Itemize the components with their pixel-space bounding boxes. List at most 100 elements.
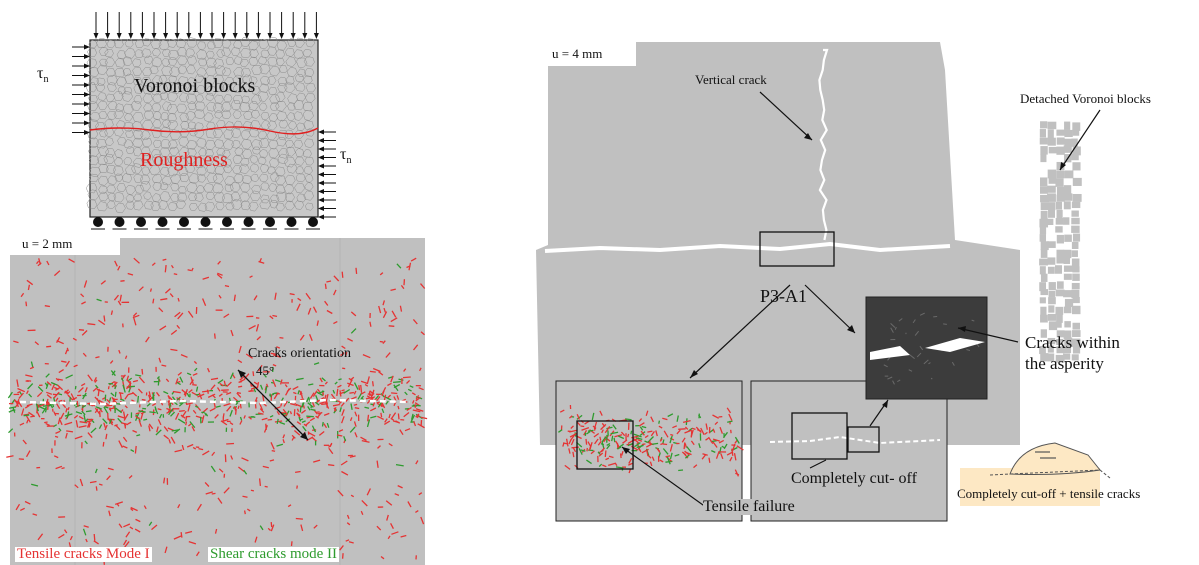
shear-arrowhead (318, 130, 324, 135)
load-arrowhead (302, 33, 307, 39)
shear-arrowhead (318, 172, 324, 177)
load-arrowhead (117, 33, 122, 39)
crack-segment (343, 553, 344, 559)
crack-segment (572, 447, 579, 448)
crack-segment (30, 416, 35, 417)
detached-block (1073, 178, 1082, 186)
crack-segment (667, 456, 670, 457)
crack-segment (304, 405, 305, 408)
crack-segment (142, 408, 146, 409)
detached-block (1049, 291, 1056, 298)
detached-block (1055, 307, 1063, 315)
detached-block (1040, 121, 1047, 128)
detached-block (1048, 314, 1057, 321)
crack-segment (272, 451, 275, 452)
detached-block (1049, 178, 1057, 184)
crack-segment (311, 405, 312, 408)
detached-block (1063, 250, 1071, 258)
crack-segment (142, 400, 146, 401)
detached-block (1040, 297, 1046, 303)
tensile-failure-label: Tensile failure (703, 499, 795, 515)
load-arrowhead (94, 33, 99, 39)
detached-block (1048, 122, 1057, 129)
crack-segment (75, 386, 76, 389)
detached-block (1048, 138, 1056, 146)
detached-block (1057, 137, 1065, 144)
detached-block (1071, 290, 1079, 298)
crack-segment (361, 385, 362, 393)
load-arrowhead (152, 33, 157, 39)
load-arrowhead (256, 33, 261, 39)
tau-right-label: τn (340, 147, 351, 166)
detached-block (1056, 147, 1064, 155)
crack-segment (605, 451, 606, 457)
detached-block (1040, 129, 1046, 137)
load-arrowhead (233, 33, 238, 39)
shear-arrowhead (84, 64, 90, 69)
crack-segment (135, 446, 136, 454)
crack-segment (586, 439, 587, 445)
crack-segment (342, 390, 345, 391)
crack-segment (631, 431, 632, 435)
roller (136, 217, 146, 227)
crack-segment (88, 421, 92, 422)
shear-arrowhead (318, 155, 324, 160)
detached-block (1065, 170, 1074, 178)
detached-block (1055, 226, 1062, 232)
detached-block (1047, 241, 1056, 248)
crack-segment (356, 268, 357, 274)
detached-block (1040, 234, 1046, 242)
crack-segment (119, 393, 124, 394)
detached-block (1057, 162, 1065, 171)
crack-segment (272, 316, 277, 317)
detached-blocks (1039, 121, 1082, 362)
shear-arrowhead (84, 130, 90, 135)
crack-segment (129, 386, 135, 387)
crack-segment (271, 522, 272, 527)
load-arrowhead (198, 33, 203, 39)
cracks-within-label-2: the asperity (1025, 355, 1104, 372)
normal-load-arrows (94, 12, 319, 39)
detached-block (1055, 265, 1062, 274)
crack-segment (104, 316, 105, 322)
detached-block (1072, 162, 1080, 170)
detached-block (1047, 186, 1056, 193)
roller (222, 217, 232, 227)
crack-segment (355, 408, 359, 409)
load-arrowhead (105, 33, 110, 39)
detached-blocks-label: Detached Voronoi blocks (1020, 92, 1151, 105)
detached-block (1040, 307, 1046, 315)
detached-block (1056, 218, 1064, 225)
tau-left-label: τn (37, 66, 48, 85)
asperity-id-label: P3-A1 (760, 287, 807, 305)
detached-block (1064, 321, 1071, 327)
detached-block (1057, 210, 1063, 219)
shear-arrowhead (318, 206, 324, 211)
crack-segment (55, 436, 58, 437)
crack-segment (26, 302, 27, 307)
detached-block (1049, 202, 1055, 210)
crack-segment (238, 386, 242, 387)
detached-block (1040, 138, 1048, 145)
crack-segment (120, 281, 124, 282)
crack-segment (77, 401, 78, 407)
left-displacement-label: u = 2 mm (22, 237, 72, 250)
shear-arrowhead (84, 54, 90, 59)
shear-arrowhead (318, 164, 324, 169)
load-arrowhead (279, 33, 284, 39)
load-arrowhead (210, 33, 215, 39)
cut-off-label: Completely cut- off (791, 471, 917, 487)
crack-segment (151, 289, 152, 292)
load-arrowhead (186, 33, 191, 39)
detached-block (1047, 219, 1053, 225)
crack-segment (87, 324, 95, 325)
vertical-crack-label: Vertical crack (695, 73, 767, 86)
crack-segment (153, 299, 154, 304)
asperity-crack (943, 324, 947, 325)
shear-arrows-right (318, 130, 336, 220)
shear-arrowhead (318, 147, 324, 152)
detached-block (1064, 185, 1071, 194)
crack-segment (663, 444, 667, 445)
crack-segment (300, 407, 301, 413)
load-arrowhead (175, 33, 180, 39)
